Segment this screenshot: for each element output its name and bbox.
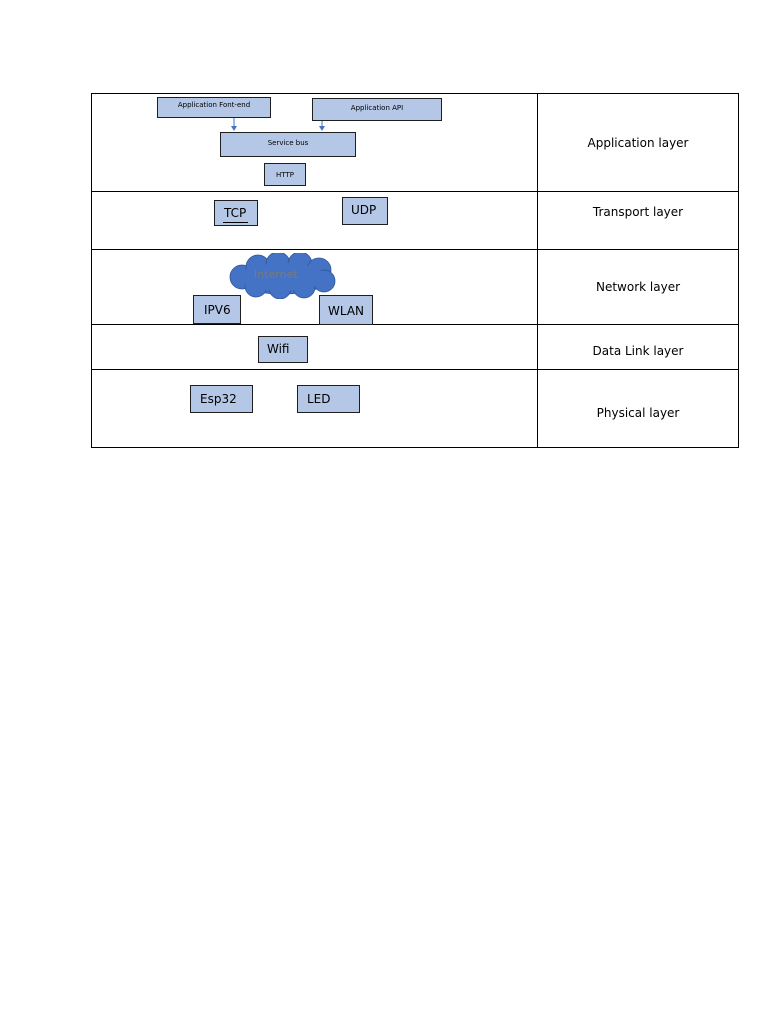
physical-layer-label: Physical layer <box>596 406 680 420</box>
application-layer-row: Application Font-end Application API Ser… <box>91 93 739 192</box>
transport-layer-diagram: TCP UDP <box>91 191 538 250</box>
wlan-box: WLAN <box>319 295 373 325</box>
api-arrow <box>319 121 325 131</box>
physical-layer-label-cell: Physical layer <box>537 369 739 448</box>
physical-layer-diagram: Esp32 LED <box>91 369 538 448</box>
datalink-layer-diagram: Wifi <box>91 324 538 370</box>
network-layer-label: Network layer <box>595 280 681 294</box>
internet-cloud: Internet <box>224 253 340 299</box>
http-box: HTTP <box>264 163 306 186</box>
datalink-layer-row: Wifi Data Link layer <box>91 324 739 370</box>
cloud-icon <box>229 253 336 299</box>
datalink-layer-label-cell: Data Link layer <box>537 324 739 370</box>
led-box: LED <box>297 385 360 413</box>
application-api-box: Application API <box>312 98 442 121</box>
network-layer-label-cell: Network layer <box>537 249 739 325</box>
application-frontend-box: Application Font-end <box>157 97 271 118</box>
esp32-box: Esp32 <box>190 385 253 413</box>
udp-box: UDP <box>342 197 388 225</box>
transport-layer-label-cell: Transport layer <box>537 191 739 250</box>
wifi-box: Wifi <box>258 336 308 363</box>
application-layer-diagram: Application Font-end Application API Ser… <box>91 93 538 192</box>
tcp-underline <box>223 222 248 223</box>
network-layer-row: Internet IPV6 WLAN Network layer <box>91 249 739 325</box>
internet-label: Internet <box>254 268 298 281</box>
tcp-box: TCP <box>214 200 258 226</box>
layer-table: Application Font-end Application API Ser… <box>91 93 739 448</box>
frontend-arrow <box>231 118 237 131</box>
service-bus-box: Service bus <box>220 132 356 157</box>
transport-layer-label: Transport layer <box>592 205 684 219</box>
physical-layer-row: Esp32 LED Physical layer <box>91 369 739 448</box>
datalink-layer-label: Data Link layer <box>592 344 684 358</box>
transport-layer-row: TCP UDP Transport layer <box>91 191 739 250</box>
application-layer-label: Application layer <box>587 136 689 150</box>
ipv6-box: IPV6 <box>193 295 241 324</box>
network-layer-diagram: Internet IPV6 WLAN <box>91 249 538 325</box>
application-layer-label-cell: Application layer <box>537 93 739 192</box>
